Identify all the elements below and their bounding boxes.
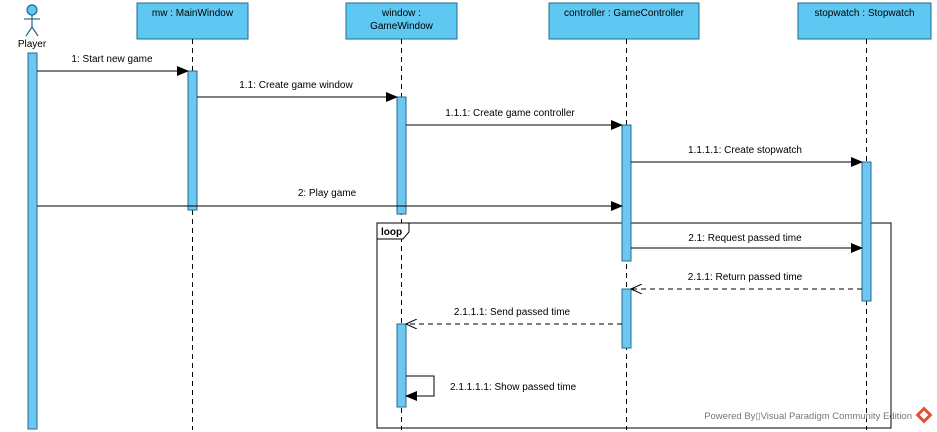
message-2[interactable]: 2: Play game — [37, 188, 623, 211]
footer-text: Powered By▯Visual Paradigm Community Edi… — [704, 411, 912, 422]
activation-window-1 — [396, 96, 407, 215]
message-label: 2.1.1.1.1: Show passed time — [450, 382, 577, 393]
message-1-1-1-1[interactable]: 1.1.1.1: Create stopwatch — [631, 145, 863, 167]
lifeline-label-stopwatch: stopwatch : Stopwatch — [814, 8, 914, 19]
message-label: 1.1.1.1: Create stopwatch — [688, 145, 802, 156]
visual-paradigm-logo-icon — [915, 406, 933, 424]
message-label: 2.1.1: Return passed time — [688, 272, 803, 283]
actor-label: Player — [18, 39, 47, 50]
message-2-1-1-1-1[interactable]: 2.1.1.1.1: Show passed time — [405, 375, 577, 401]
message-label: 2.1.1.1: Send passed time — [454, 307, 571, 318]
activation-stopwatch — [861, 161, 872, 302]
activation-controller-2 — [621, 288, 632, 349]
lifeline-label-window-line1: window : — [381, 8, 421, 19]
message-label: 2.1: Request passed time — [688, 233, 802, 244]
message-label: 1: Start new game — [71, 54, 153, 65]
lifeline-head-stopwatch[interactable]: stopwatch : Stopwatch — [797, 2, 932, 40]
actor-player[interactable]: Player — [18, 4, 47, 50]
lifeline-head-controller[interactable]: controller : GameController — [548, 2, 700, 40]
stick-figure-icon — [24, 4, 40, 37]
activation-window-2 — [396, 323, 407, 408]
lifeline-head-mw[interactable]: mw : MainWindow — [136, 2, 249, 40]
lifeline-label-controller: controller : GameController — [564, 8, 685, 19]
message-label: 2: Play game — [298, 188, 357, 199]
message-2-1[interactable]: 2.1: Request passed time — [631, 233, 863, 253]
lifeline-label-mw: mw : MainWindow — [152, 8, 234, 19]
activation-mw — [187, 70, 198, 211]
message-1-1[interactable]: 1.1: Create game window — [197, 80, 398, 102]
loop-fragment[interactable]: loop — [376, 222, 892, 429]
message-2-1-1[interactable]: 2.1.1: Return passed time — [631, 272, 862, 289]
message-label: 1.1: Create game window — [239, 80, 353, 91]
lifeline-label-window-line2: GameWindow — [370, 21, 434, 32]
activation-controller-1 — [621, 124, 632, 262]
activation-player — [27, 52, 38, 430]
message-label: 1.1.1: Create game controller — [445, 108, 575, 119]
lifeline-head-window[interactable]: window : GameWindow — [345, 2, 458, 40]
message-2-1-1-1[interactable]: 2.1.1.1: Send passed time — [406, 307, 622, 324]
message-1-1-1[interactable]: 1.1.1: Create game controller — [406, 108, 623, 130]
message-1[interactable]: 1: Start new game — [37, 54, 189, 76]
footer-watermark: Powered By▯Visual Paradigm Community Edi… — [704, 406, 933, 424]
loop-fragment-label: loop — [381, 227, 402, 238]
